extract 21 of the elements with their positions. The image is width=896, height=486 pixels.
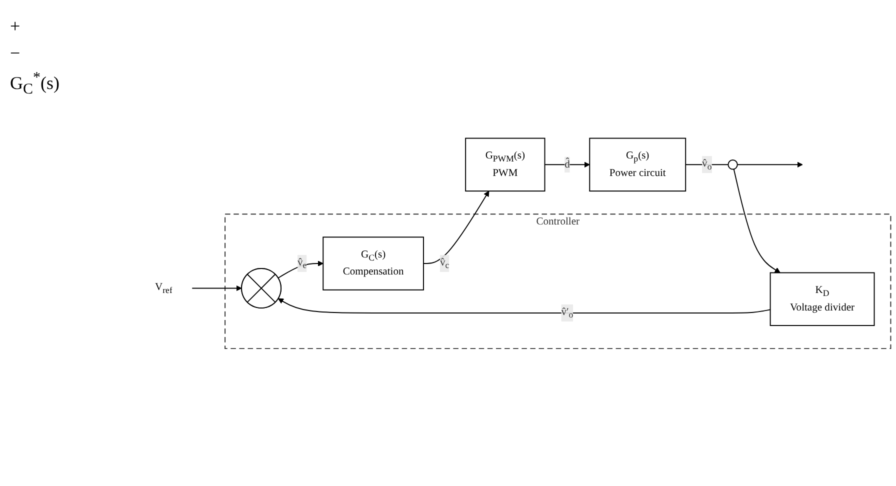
plus-sign: + [10, 16, 22, 37]
edge-label: v̂$_{o}$ [702, 158, 712, 171]
node-circle [728, 159, 738, 170]
node-box: K$_{D}$ Voltage divider [770, 272, 875, 326]
edge-label: v̂$_{e}$ [298, 256, 307, 270]
minus-sign: − [10, 43, 22, 64]
arrow [544, 161, 590, 168]
connector [685, 164, 729, 165]
edge-label: v̂$_{c}$ [440, 256, 450, 270]
edge-label: d̂ [564, 158, 570, 170]
arrow [733, 168, 780, 273]
transfer-function-label: G$_{C}$$^{*}$(s) [10, 70, 61, 99]
arrow [423, 190, 490, 264]
node-box: G$_{C}$(s) Compensation [322, 236, 424, 290]
arrow [278, 298, 771, 314]
edge-label: v̂′$_{o}$ [561, 306, 574, 320]
arrow [736, 161, 803, 168]
node-box: G$_{p}$(s) Power circuit [589, 137, 686, 192]
node-text: V$_{ref}$ [155, 281, 172, 294]
arrow [192, 284, 242, 291]
node-box: G$_{PWM}$(s) PWM [465, 137, 546, 192]
